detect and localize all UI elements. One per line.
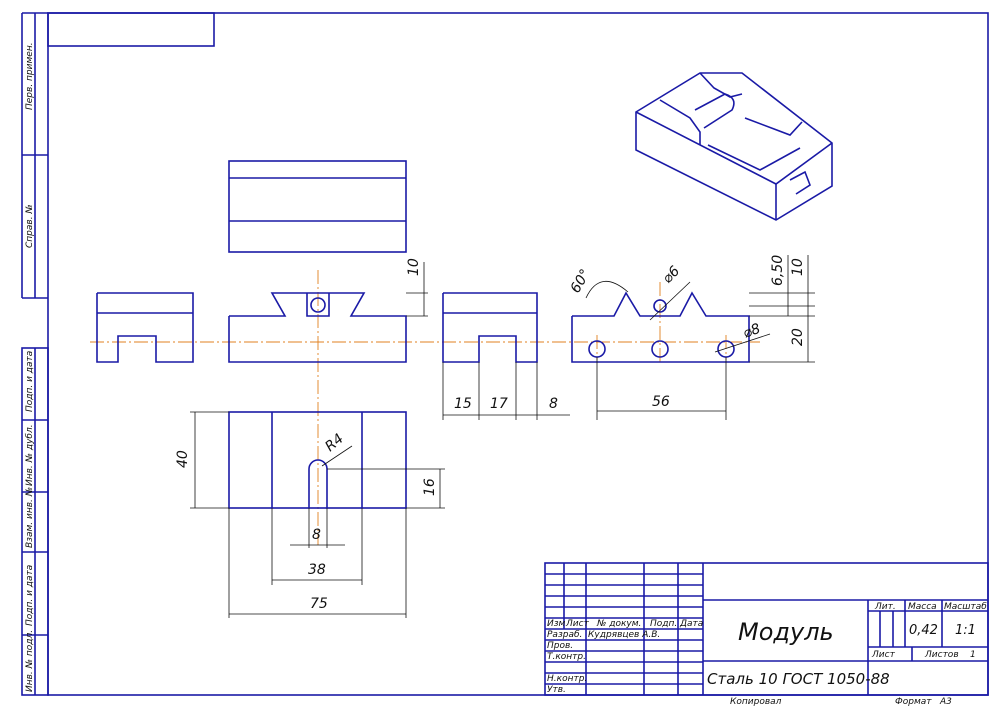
side-strip-labels: Перв. примен. Справ. № Подп. и дата Инв.… (25, 42, 35, 692)
dim-10-front: 10 (406, 258, 422, 276)
side-label-7: Инв. № подл. (25, 630, 35, 692)
side-label-1: Перв. примен. (25, 42, 35, 110)
sheet-frame (21, 12, 989, 696)
dim-40: 40 (175, 450, 191, 468)
copied-label: Копировал (730, 697, 782, 707)
dim-8-slot: 8 (312, 527, 321, 543)
mass-value: 0,42 (909, 623, 938, 638)
hdr-date: Дата (679, 619, 703, 629)
material: Сталь 10 ГОСТ 1050-88 (707, 670, 890, 688)
dim-6-50: 6,50 (770, 255, 786, 286)
row-role-2: Пров. (547, 641, 573, 651)
scale-value: 1:1 (955, 623, 976, 638)
lit-label: Лит. (874, 602, 896, 612)
side-label-6: Подп. и дата (25, 565, 35, 626)
dim-phi6: ⌀6 (660, 263, 684, 287)
dimension-lines (190, 255, 815, 618)
row-role-3: Т.контр. (547, 652, 586, 662)
title-block-texts: Изм Лист № докум. Подп. Дата Разраб. Куд… (547, 602, 987, 707)
row-name-1: Кудрявцев А.В. (588, 630, 660, 640)
dim-16: 16 (422, 478, 438, 496)
sheet-label: Лист (871, 650, 896, 660)
dim-38: 38 (308, 562, 326, 578)
part-name: Модуль (738, 618, 834, 646)
dim-20: 20 (790, 328, 806, 346)
side-label-5: Взам. инв. № (25, 487, 35, 548)
top-view (228, 160, 407, 253)
sheets-count: 1 (970, 650, 976, 660)
hdr-sign: Подп. (650, 619, 677, 629)
row-role-1: Разраб. (547, 630, 582, 640)
scale-label: Масштаб (944, 602, 987, 612)
format-label: Формат (895, 697, 932, 707)
dim-56: 56 (652, 394, 670, 410)
dim-75: 75 (310, 596, 328, 612)
side-label-2: Справ. № (25, 204, 35, 248)
section-view (571, 291, 750, 363)
right-side-view (442, 292, 538, 363)
side-label-4: Инв. № дубл. (25, 424, 35, 486)
title-block (544, 562, 989, 696)
hdr-list: Лист (565, 619, 590, 629)
row-role-5: Н.контр. (547, 674, 587, 684)
front-view (228, 292, 407, 363)
dimension-texts: 10 15 17 8 56 40 R4 16 8 38 75 60° ⌀6 ⌀8… (175, 255, 806, 612)
isometric-view (635, 72, 833, 221)
dim-15: 15 (454, 396, 472, 412)
dim-phi8: ⌀8 (741, 321, 763, 342)
hdr-izm: Изм (547, 619, 566, 629)
row-role-6: Утв. (547, 685, 566, 695)
plan-view (228, 411, 407, 509)
side-label-3: Подп. и дата (25, 351, 35, 412)
left-side-view (96, 292, 194, 363)
dim-17: 17 (490, 396, 508, 412)
mass-label: Масса (908, 602, 937, 612)
format-value: А3 (939, 697, 952, 707)
dim-8-side: 8 (549, 396, 558, 412)
sheets-label: Листов (924, 650, 959, 660)
dim-10-section: 10 (790, 258, 806, 276)
hdr-doc: № докум. (596, 619, 641, 629)
